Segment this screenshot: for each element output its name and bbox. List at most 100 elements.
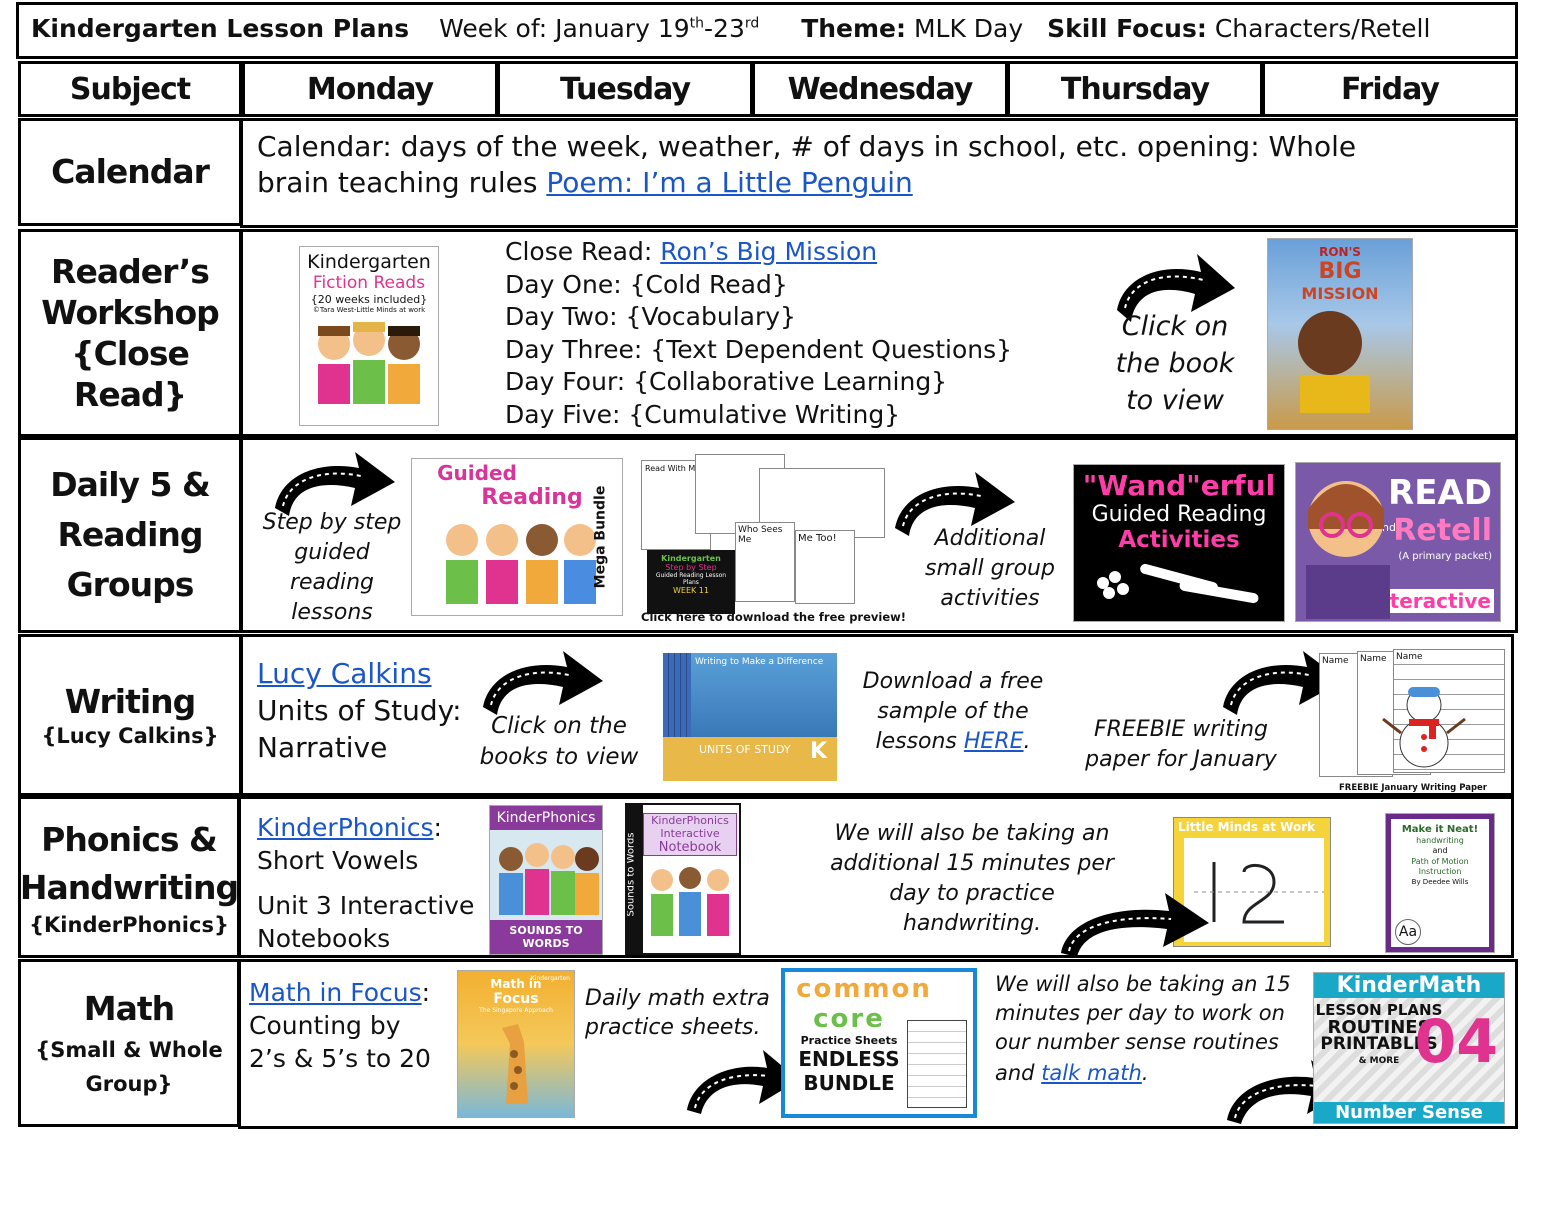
step-note-4: lessons: [291, 599, 373, 625]
preview-who-sees-me: Who Sees Me: [738, 525, 783, 545]
math-note-and: and: [995, 1061, 1042, 1085]
preview-caption[interactable]: Click here to download the free preview!: [641, 610, 907, 624]
phonics-line-2: Unit 3 Interactive: [257, 891, 475, 920]
guided-title-2: Reading: [481, 485, 583, 510]
giraffe-illustration: [502, 1024, 528, 1104]
preview-step-by-step: Step by Step: [665, 563, 717, 572]
retell-title-4: (A primary packet): [1398, 551, 1492, 562]
subject-readers-line-1: Reader’s: [51, 251, 210, 291]
interactive-notebook-cover[interactable]: Sounds to Words KinderPhonics Interactiv…: [625, 803, 741, 955]
freebie-note-1: FREEBIE writing: [1093, 717, 1268, 742]
additional-note-2: small group: [925, 555, 1055, 581]
kinderphonics-link[interactable]: KinderPhonics: [257, 813, 434, 842]
subject-daily5-line-2: Reading: [57, 515, 203, 554]
week-label: Week of: January 19: [439, 14, 690, 43]
guided-reading-bundle-cover[interactable]: Guided Reading Mega Bundle: [411, 458, 623, 616]
wand-title-1: "Wand"erful: [1082, 469, 1276, 502]
photo-paper: [1184, 838, 1324, 942]
math-note-1: We will also be taking an 15: [995, 972, 1291, 996]
click-note-3: to view: [1126, 385, 1224, 416]
units-title-3: K: [809, 739, 827, 764]
fiction-close-reads-cover[interactable]: Kindergarten Fiction Reads {20 weeks inc…: [299, 246, 439, 426]
phonics-note-4: handwriting.: [902, 911, 1042, 936]
units-title-1: Writing to Make a Difference: [695, 657, 824, 667]
kp-subtitle: SOUNDS TO WORDS: [490, 920, 602, 954]
make-it-neat-cover[interactable]: Make it Neat! handwriting and Path of Mo…: [1385, 813, 1495, 953]
wands-illustration: [1097, 563, 1259, 604]
here-link[interactable]: HERE: [963, 729, 1024, 754]
theme-value: MLK Day: [913, 14, 1024, 43]
preview-read-with-me: Read With Me: [645, 464, 701, 473]
boy-illustration: [1298, 311, 1370, 413]
subject-daily5-line-1: Daily 5 &: [50, 465, 211, 504]
handwriting-photo[interactable]: Little Minds at Work: [1173, 817, 1331, 947]
arrow-icon: [1223, 651, 1343, 715]
preview-page-5: Me Too!: [795, 530, 855, 604]
common-core-bundle-cover[interactable]: common core Practice Sheets ENDLESS BUND…: [781, 968, 977, 1118]
calendar-line-1: Calendar: days of the week, weather, # o…: [257, 130, 1357, 163]
day-five: Day Five: {Cumulative Writing}: [505, 399, 901, 429]
mif-title-2: Focus: [493, 991, 539, 1007]
col-header-friday: Friday: [1262, 61, 1518, 117]
kinderphonics-cover[interactable]: KinderPhonics SOUNDS TO WORDS: [489, 805, 603, 955]
arrow-icon: [687, 1050, 799, 1114]
subject-math-sub-1: {Small & Whole: [35, 1038, 223, 1062]
free-preview-pages[interactable]: Read With Me Who Sees Me Me Too! Kinderg…: [639, 454, 889, 618]
phonics-note-1: We will also be taking an: [834, 821, 1110, 846]
cover-author: ©Tara West-Little Minds at work: [312, 306, 426, 314]
kp-title: KinderPhonics: [490, 806, 602, 830]
subject-readers-workshop: Reader’s Workshop {Close Read}: [18, 229, 242, 437]
subject-phonics: Phonics & Handwriting {KinderPhonics}: [18, 796, 240, 958]
kindermath-cover[interactable]: KinderMath LESSON PLANS ROUTINES PRINTAB…: [1313, 972, 1505, 1124]
math-in-focus-cover[interactable]: Math in Focus The Singapore Approach Kin…: [457, 970, 575, 1118]
phonics-note-2: additional 15 minutes per: [830, 851, 1114, 876]
nb-spine: [627, 805, 643, 953]
cc-sheet: [907, 1020, 967, 1108]
units-of-study-cover[interactable]: Writing to Make a Difference UNITS OF ST…: [663, 653, 837, 781]
cc-title-3: Practice Sheets: [800, 1034, 898, 1047]
subject-daily5: Daily 5 & Reading Groups: [18, 437, 242, 633]
col-header-monday: Monday: [242, 61, 498, 117]
photo-caption: Little Minds at Work: [1178, 820, 1316, 834]
km-title-2: LESSON PLANS: [1315, 1001, 1443, 1019]
writing-click-note-1: Click on the: [491, 713, 627, 739]
title-bar: Kindergarten Lesson Plans Week of: Janua…: [16, 2, 1518, 59]
subject-math-label: Math: [83, 989, 175, 1028]
arrow-icon: [1061, 893, 1209, 957]
talk-math-link[interactable]: talk math: [1041, 1061, 1142, 1085]
col-header-thursday: Thursday: [1007, 61, 1263, 117]
neat-title-3: and: [1432, 846, 1448, 856]
math-in-focus-link[interactable]: Math in Focus: [249, 978, 422, 1007]
paper-name-1: Name: [1322, 656, 1349, 666]
math-content: Math in Focus: Counting by 2’s & 5’s to …: [238, 959, 1518, 1129]
math-note-2: minutes per day to work on: [995, 1001, 1285, 1025]
subject-readers-line-2: Workshop: [41, 292, 220, 332]
subject-daily5-line-3: Groups: [66, 565, 195, 604]
week-sup-2: rd: [744, 15, 760, 32]
subject-phonics-line-1: Phonics &: [41, 819, 218, 859]
rons-big-mission-link[interactable]: Ron’s Big Mission: [660, 237, 878, 266]
phonics-content: KinderPhonics: Short Vowels Unit 3 Inter…: [238, 796, 1514, 958]
km-title-6: Number Sense: [1314, 1102, 1504, 1123]
cover-title-fiction: Fiction: [312, 273, 369, 293]
mif-title-1: Math in: [490, 977, 542, 991]
paper-caption: FREEBIE January Writing Paper: [1339, 783, 1487, 793]
january-writing-paper[interactable]: Name Name Name FREEBIE January Writing P…: [1319, 647, 1509, 795]
rons-big-mission-cover[interactable]: RON'S BIG MISSION: [1267, 238, 1413, 430]
neat-title-6: By Deedee Wills: [1411, 877, 1469, 886]
skill-label: Skill Focus:: [1047, 14, 1207, 43]
week-sup-1: th: [689, 15, 705, 32]
poem-link[interactable]: Poem: I’m a Little Penguin: [546, 166, 913, 199]
wanderful-cover[interactable]: "Wand"erful Guided Reading Activities: [1073, 464, 1285, 622]
cc-title-1: common: [796, 974, 932, 1004]
ron-title-1: RON'S: [1319, 245, 1361, 259]
preview-week-card: Kindergarten Step by Step Guided Reading…: [647, 550, 735, 614]
day-three: Day Three: {Text Dependent Questions}: [505, 334, 1013, 364]
neat-title-2: handwriting: [1416, 836, 1464, 845]
day-one: Day One: {Cold Read}: [505, 269, 788, 299]
read-and-retell-cover[interactable]: READ and Retell (A primary packet) inter…: [1295, 462, 1501, 622]
page-title: Kindergarten Lesson Plans: [31, 14, 410, 43]
subject-writing-sub: {Lucy Calkins}: [41, 723, 219, 748]
guided-title-1: Guided: [437, 461, 517, 485]
lucy-calkins-link[interactable]: Lucy Calkins: [257, 657, 432, 690]
